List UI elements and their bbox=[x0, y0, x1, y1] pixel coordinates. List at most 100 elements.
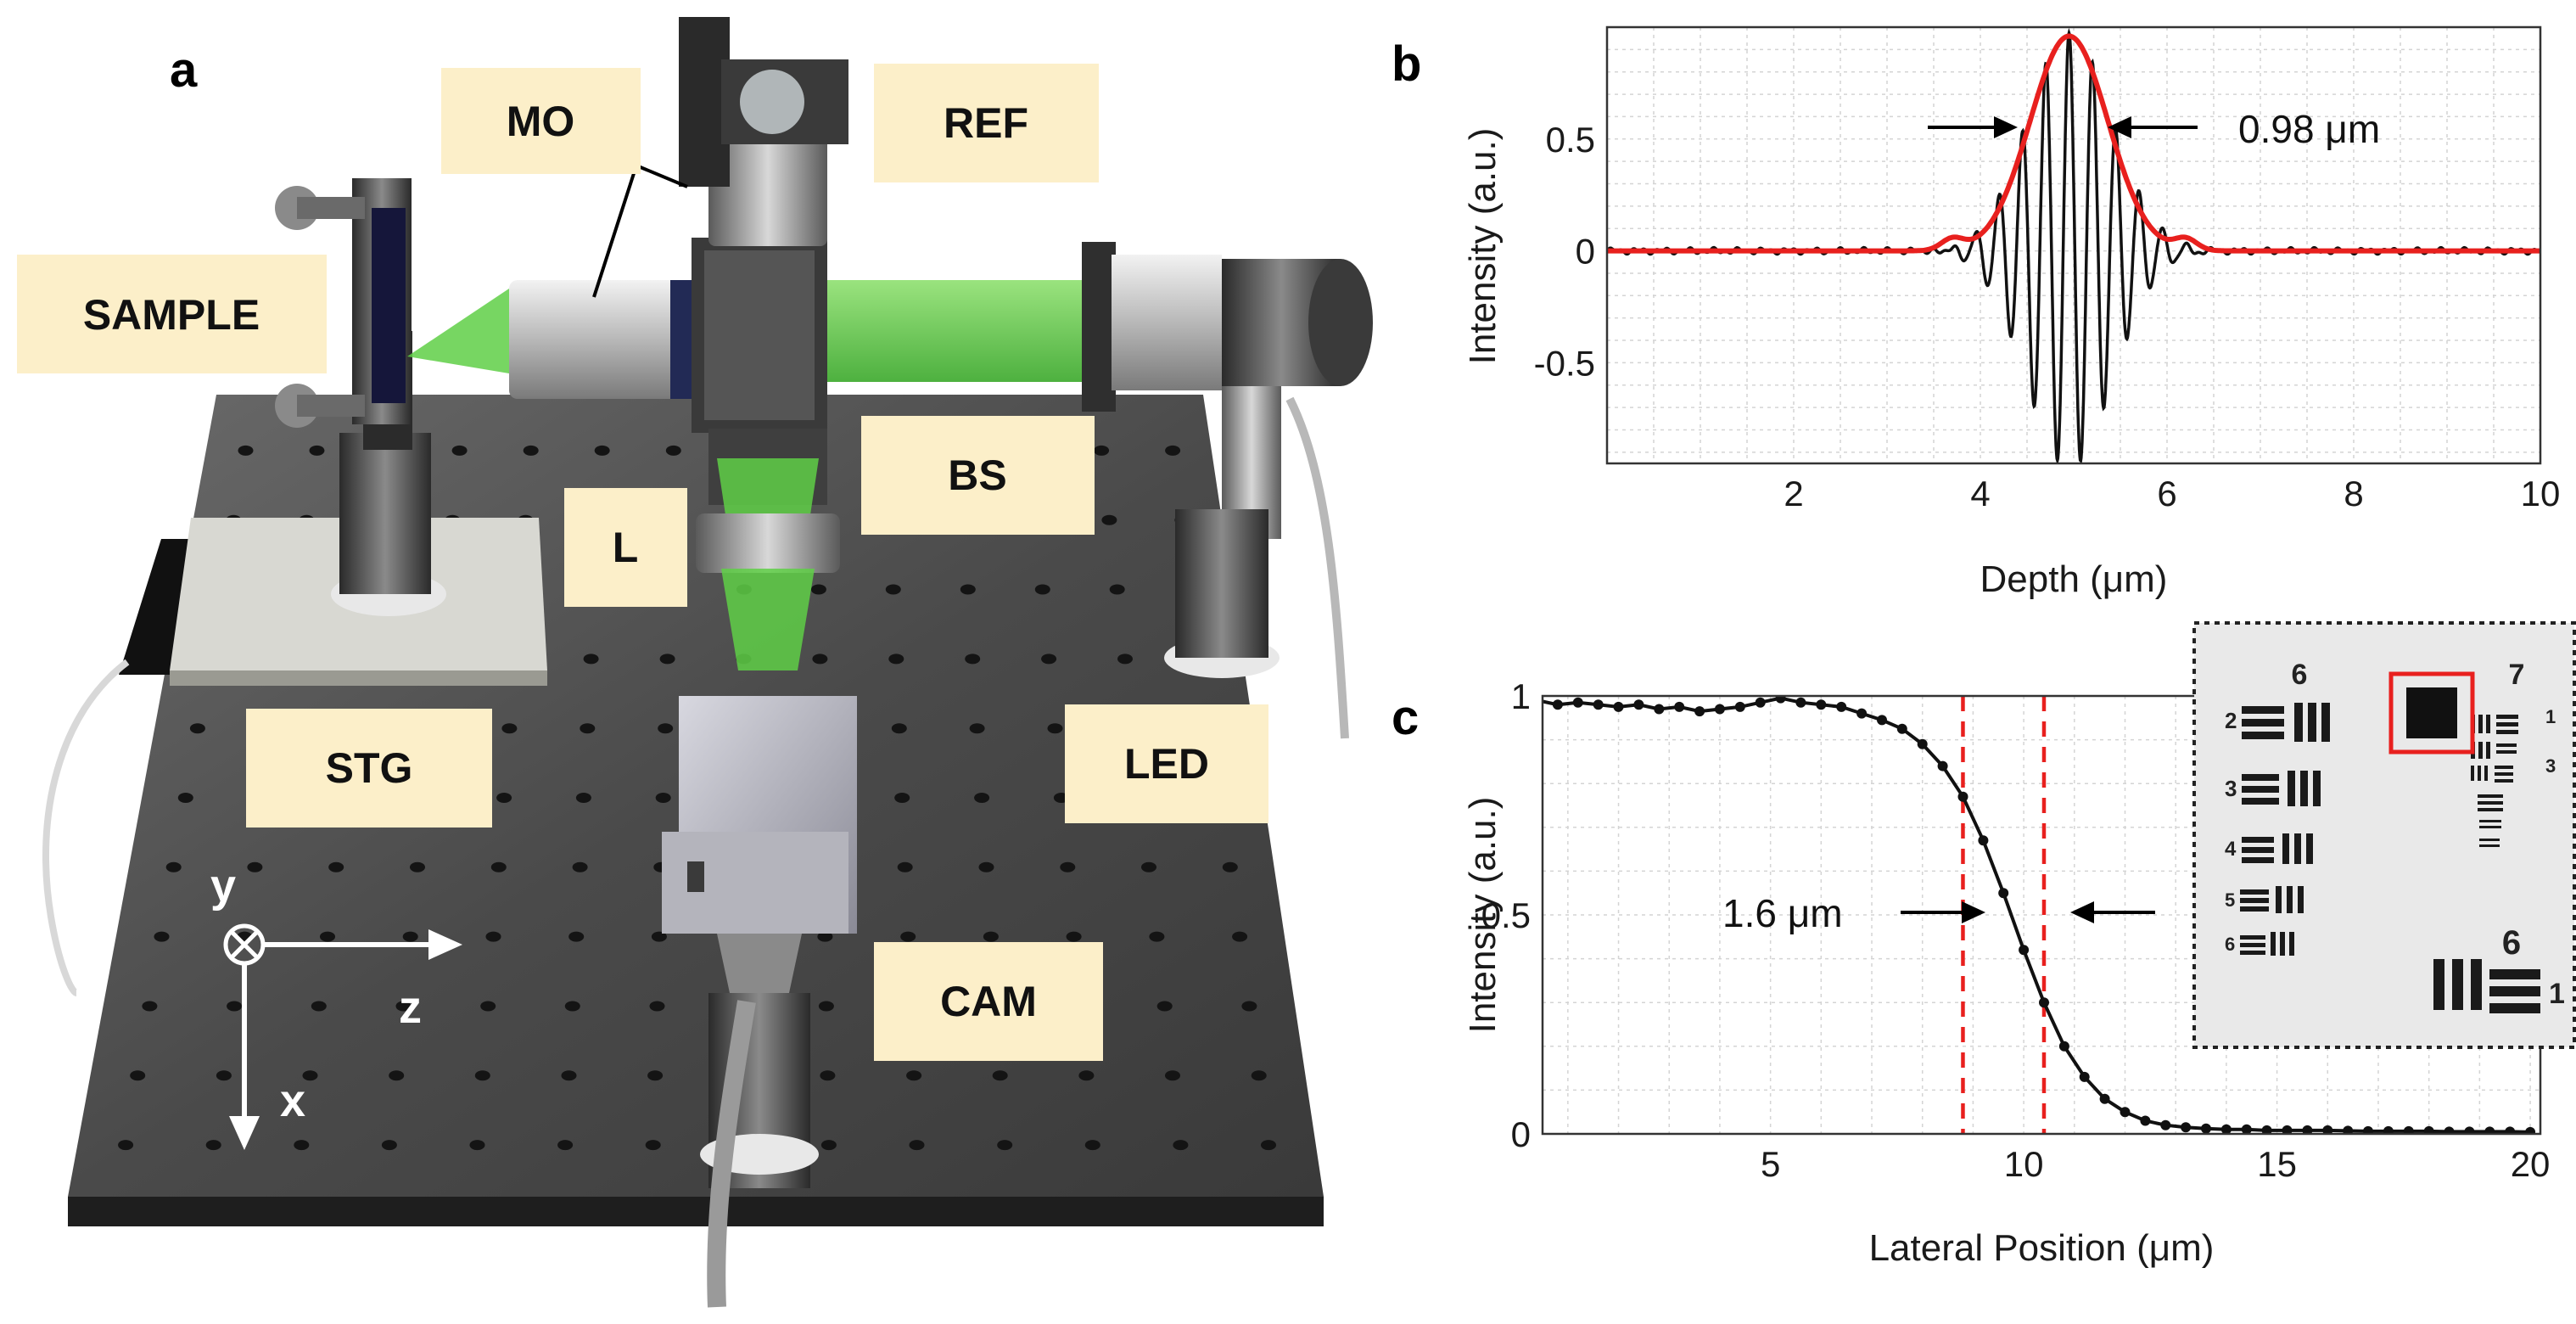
inset-element-7-1: 1 bbox=[2545, 706, 2556, 727]
table-hole bbox=[1041, 654, 1057, 665]
panel-c-data-point bbox=[1998, 888, 2009, 899]
table-hole bbox=[205, 1140, 221, 1151]
table-hole bbox=[817, 931, 833, 942]
table-hole bbox=[1066, 931, 1082, 942]
stage-cable bbox=[42, 659, 130, 996]
label-ref-text: REF bbox=[944, 99, 1028, 147]
panel-c-data-point bbox=[2464, 1126, 2475, 1134]
table-hole bbox=[309, 445, 325, 456]
panel-b-xtick-label: 4 bbox=[1970, 474, 1990, 513]
panel-c-data-point bbox=[1795, 697, 1806, 708]
axis-y-label: y bbox=[210, 861, 236, 912]
panel-c-data-point bbox=[2019, 945, 2030, 956]
table-hole bbox=[1117, 654, 1133, 665]
table-hole bbox=[1232, 931, 1248, 942]
table-hole bbox=[165, 861, 182, 872]
panel-c-data-point bbox=[2525, 1126, 2536, 1134]
reference-arm bbox=[679, 17, 848, 246]
panel-c-data-point bbox=[1593, 699, 1604, 710]
table-hole bbox=[1109, 584, 1125, 595]
table-hole bbox=[247, 861, 263, 872]
table-hole bbox=[594, 445, 610, 456]
table-hole bbox=[891, 723, 907, 734]
table-hole bbox=[894, 793, 910, 803]
panel-c-data-point bbox=[1714, 704, 1725, 715]
table-hole bbox=[1094, 445, 1110, 456]
table-hole bbox=[997, 1140, 1013, 1151]
table-hole bbox=[1261, 1140, 1276, 1151]
panel-c-data-point bbox=[1654, 704, 1665, 715]
panel-c-xtick-label: 15 bbox=[2257, 1144, 2297, 1184]
table-hole bbox=[1165, 445, 1181, 456]
table-hole bbox=[1078, 1070, 1095, 1081]
table-hole bbox=[820, 1140, 837, 1151]
panel-c-data-point bbox=[1978, 835, 1989, 846]
panel-c-data-point bbox=[1734, 701, 1745, 712]
panel-c-data-point bbox=[1836, 701, 1847, 712]
table-hole bbox=[974, 793, 990, 803]
beam-splitter-cube bbox=[692, 238, 827, 433]
panel-a-setup-illustration: a bbox=[17, 17, 1373, 1308]
panel-b-ylabel: Intensity (a.u.) bbox=[1462, 128, 1504, 365]
table-hole bbox=[810, 584, 826, 595]
table-hole bbox=[451, 445, 468, 456]
panel-c-data-point bbox=[2302, 1125, 2313, 1134]
table-hole bbox=[294, 1140, 310, 1151]
inset-group-7: 7 bbox=[2509, 659, 2525, 691]
inset-group-6-top: 6 bbox=[2292, 659, 2308, 691]
panel-c-letter: c bbox=[1392, 690, 1419, 745]
panel-c-data-point bbox=[1775, 696, 1786, 704]
panel-c-data-point bbox=[2120, 1107, 2131, 1118]
table-hole bbox=[583, 654, 599, 665]
coordinate-axes: y z x bbox=[210, 861, 462, 1150]
table-hole bbox=[523, 445, 539, 456]
table-hole bbox=[1165, 1070, 1180, 1081]
panel-b-xlabel: Depth (μm) bbox=[1980, 558, 2168, 600]
panel-c-data-point bbox=[2484, 1126, 2495, 1134]
panel-c-data-point bbox=[2079, 1071, 2090, 1082]
panel-b-ytick-label: 0 bbox=[1576, 232, 1595, 272]
table-hole bbox=[177, 793, 193, 803]
table-hole bbox=[381, 1140, 397, 1151]
table-hole bbox=[1222, 861, 1238, 872]
table-hole bbox=[320, 931, 335, 942]
panel-c-data-point bbox=[1957, 791, 1968, 802]
panel-b-letter: b bbox=[1392, 36, 1421, 92]
panel-c-data-point bbox=[2423, 1125, 2434, 1134]
panel-c-data-point bbox=[2322, 1125, 2333, 1134]
table-hole bbox=[469, 1140, 485, 1151]
inset-element-5: 5 bbox=[2225, 889, 2235, 911]
table-hole bbox=[649, 1001, 665, 1012]
table-hole bbox=[1251, 1070, 1267, 1081]
table-hole bbox=[820, 1070, 836, 1081]
panel-c-data-point bbox=[2444, 1126, 2455, 1134]
table-hole bbox=[647, 1070, 664, 1081]
sample-mount bbox=[275, 178, 446, 616]
table-hole bbox=[960, 584, 976, 595]
panel-c-data-point bbox=[2261, 1125, 2272, 1134]
table-hole bbox=[501, 723, 518, 734]
panel-c-data-point bbox=[1613, 701, 1624, 712]
mo-pointer-line bbox=[592, 163, 688, 298]
label-stg-text: STG bbox=[326, 744, 413, 792]
table-hole bbox=[1060, 861, 1076, 872]
table-hole bbox=[410, 861, 425, 872]
inset-element-2: 2 bbox=[2225, 708, 2237, 733]
panel-c-data-point bbox=[2363, 1125, 2373, 1134]
table-hole bbox=[474, 1070, 490, 1081]
panel-b-ytick-label: -0.5 bbox=[1534, 343, 1595, 383]
table-hole bbox=[812, 654, 828, 665]
table-hole bbox=[575, 793, 591, 803]
panel-c-data-point bbox=[2343, 1125, 2354, 1134]
table-hole bbox=[216, 1070, 232, 1081]
panel-c-data-point bbox=[1937, 760, 1948, 771]
inset-bar-patterns bbox=[2240, 703, 2540, 1013]
table-hole bbox=[1141, 861, 1156, 872]
table-hole bbox=[969, 723, 985, 734]
table-hole bbox=[655, 793, 671, 803]
panel-c-xlabel: Lateral Position (μm) bbox=[1869, 1227, 2215, 1269]
panel-c-data-point bbox=[1816, 699, 1827, 710]
table-hole bbox=[402, 931, 418, 942]
